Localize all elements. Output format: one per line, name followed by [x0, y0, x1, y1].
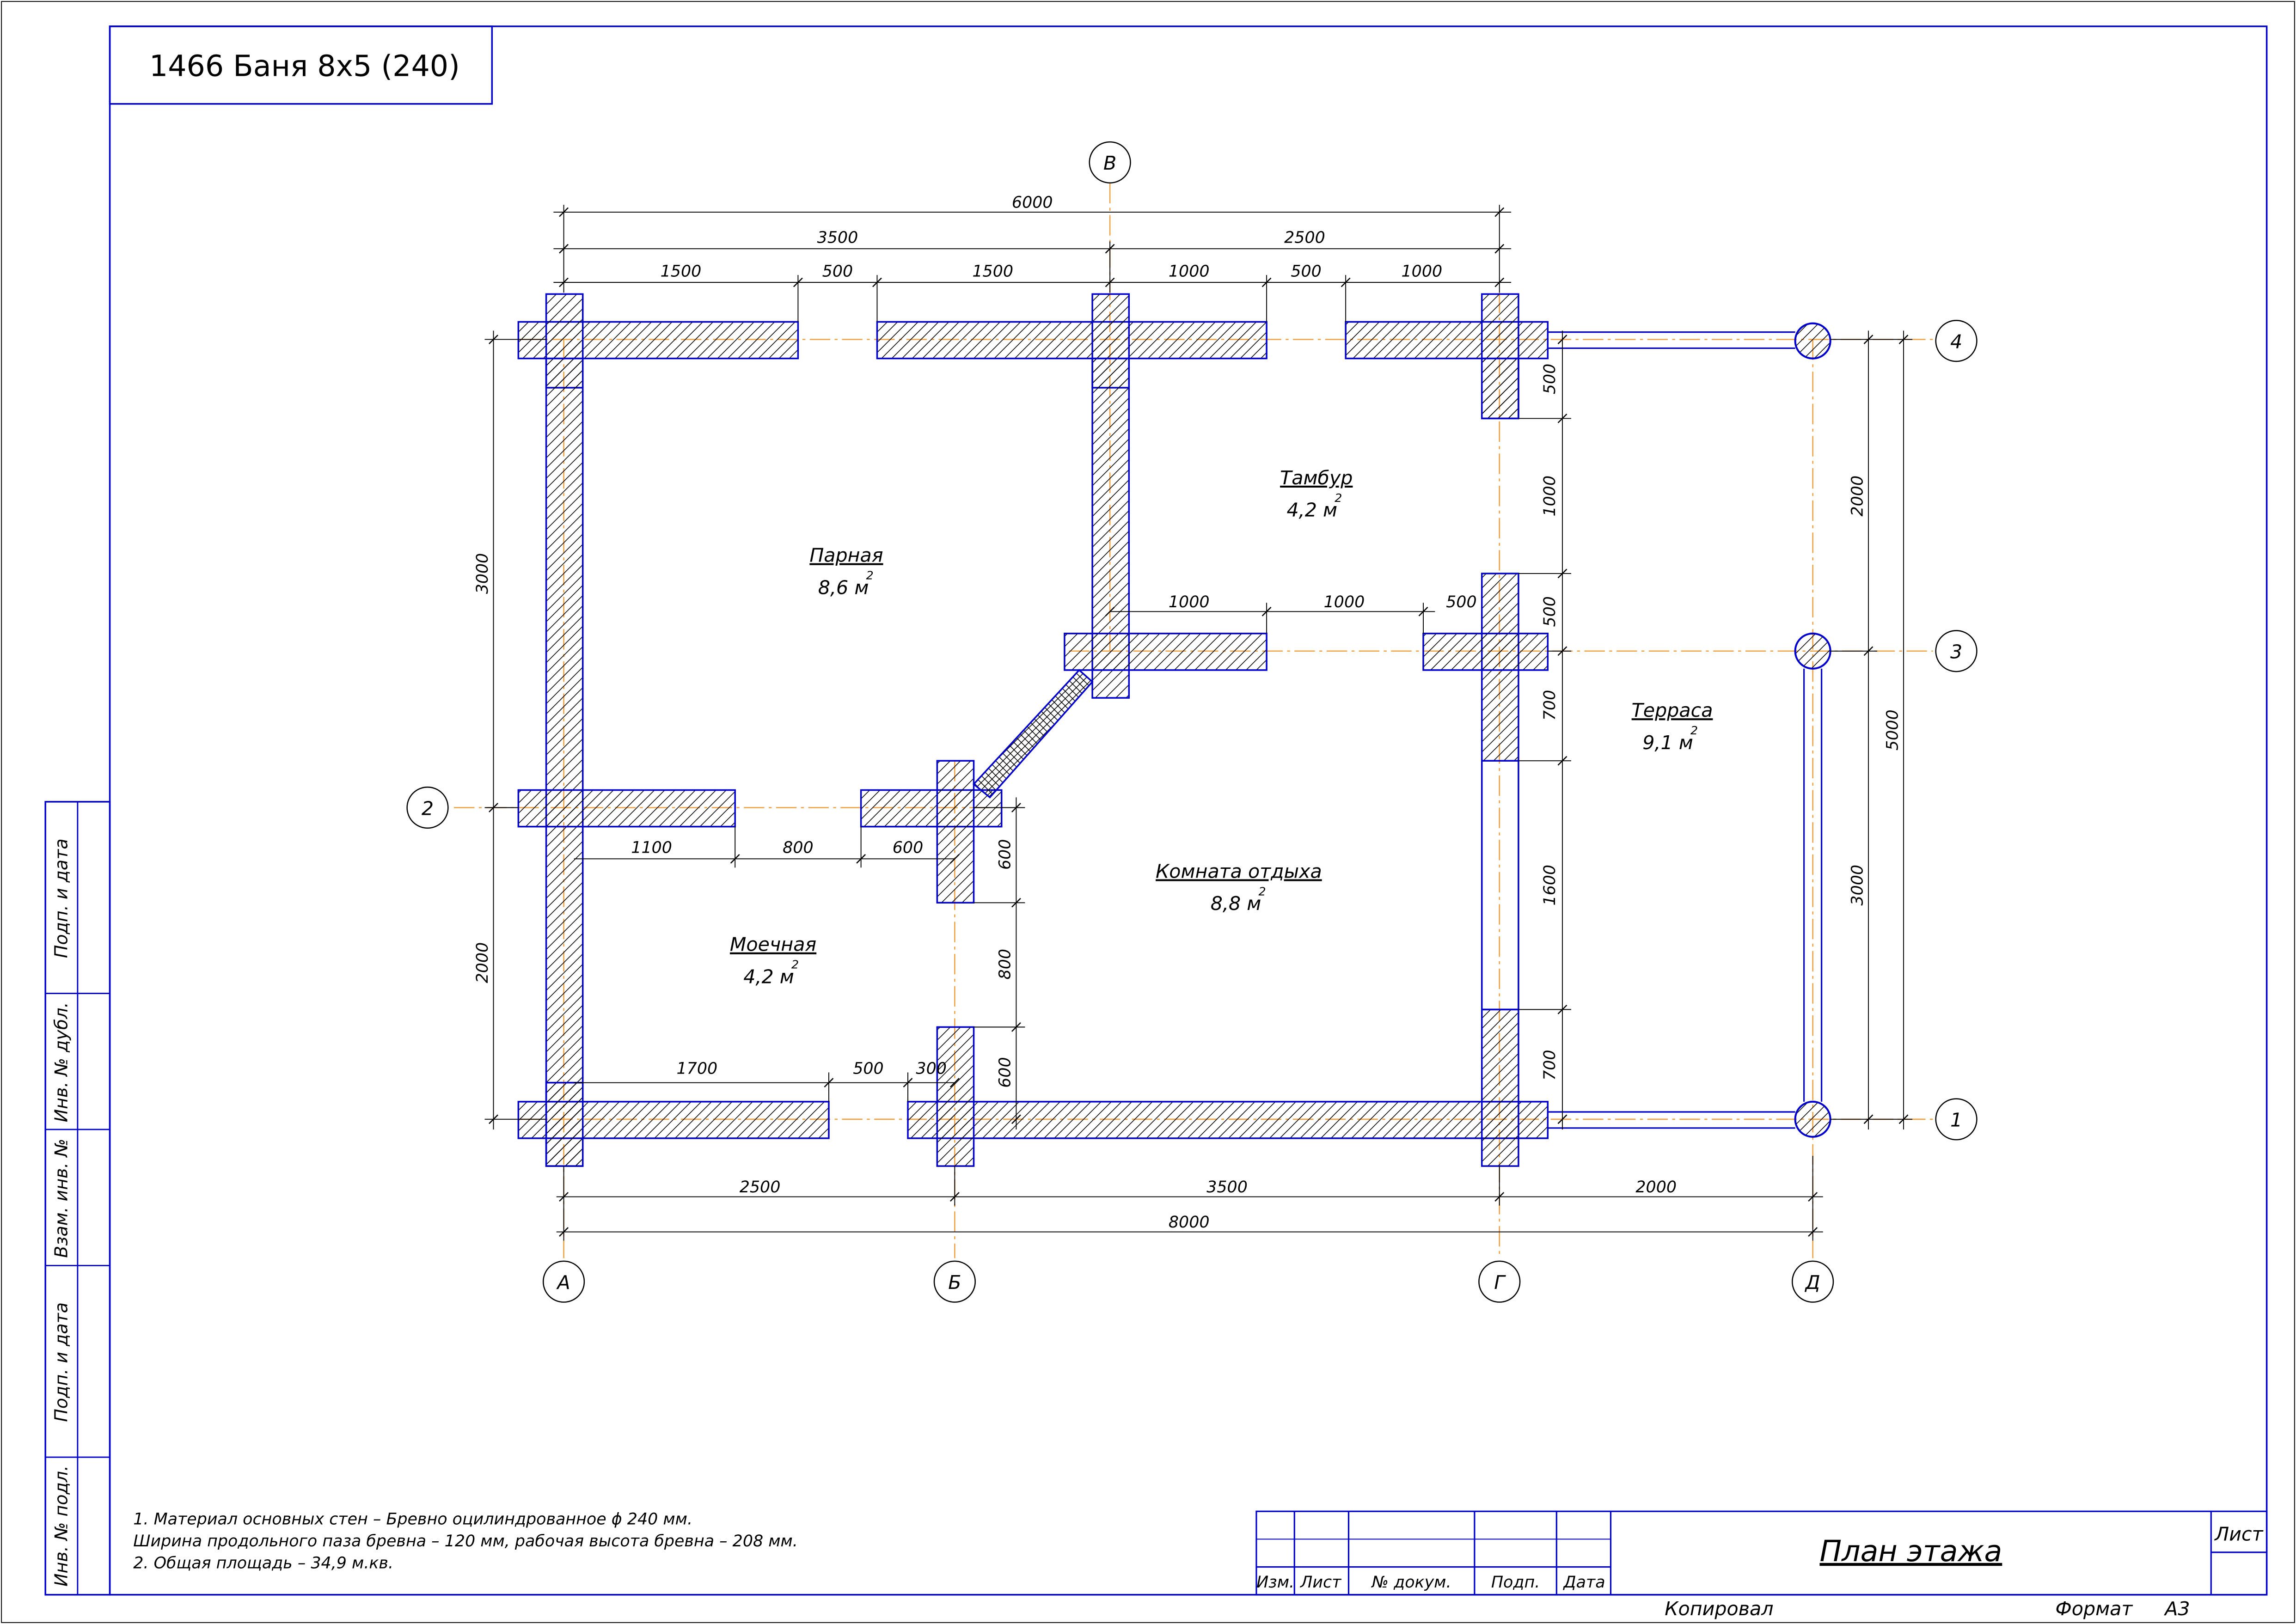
axis-bubbles [406, 141, 1978, 1303]
stamp-data: Дата [1562, 1573, 1605, 1592]
room-name-tambur: Тамбур [1280, 467, 1353, 489]
room-area-komnata: 8,8 м [1211, 892, 1261, 915]
room-area-terrasa: 9,1 м [1642, 732, 1693, 754]
drawing-title: 1466 Баня 8х5 (240) [149, 49, 460, 83]
room-sup-komnata: 2 [1259, 884, 1266, 898]
dim-row-600: 600 [893, 839, 924, 857]
dim-right-1600: 1600 [1541, 865, 1559, 906]
window-gap [1481, 760, 1519, 1011]
dim-vert-600b: 600 [996, 1057, 1015, 1087]
axis-label-4: 4 [1950, 330, 1962, 353]
axis-label-b: Б [948, 1271, 961, 1294]
dim-top-s6: 1000 [1402, 262, 1443, 281]
walls [517, 293, 1549, 1167]
note-line-2: Ширина продольного паза бревна – 120 мм,… [133, 1532, 798, 1551]
terrace-posts [1794, 322, 1831, 1138]
dim-top-s5: 500 [1291, 262, 1322, 281]
dim-right-500b: 500 [1541, 596, 1559, 627]
dim-row-800: 800 [783, 839, 814, 857]
dim-bottom-total: 8000 [1169, 1213, 1210, 1232]
stamp-drawing-name: План этажа [1819, 1534, 2002, 1568]
dim-top-s4: 1000 [1169, 262, 1210, 281]
dim-bottom-3500: 3500 [1206, 1178, 1248, 1197]
dim-top-s2: 500 [822, 262, 853, 281]
stamp-list: Лист [1299, 1573, 1342, 1592]
title-block [1255, 1510, 2268, 1596]
room-sup-moechnaya: 2 [791, 958, 799, 971]
terrace-rails [1548, 331, 1823, 1129]
side-label-5: Инв. № подл. [51, 1465, 72, 1587]
room-area-tambur: 4,2 м [1286, 499, 1337, 521]
dim-mid-500: 500 [1446, 593, 1477, 611]
dim-row-1100: 1100 [631, 839, 672, 857]
dim-bottom-2000: 2000 [1635, 1178, 1677, 1197]
note-line-1: 1. Материал основных стен – Бревно оцили… [133, 1510, 692, 1529]
stamp-format-label: Формат [2055, 1598, 2133, 1620]
dim-right-500a: 500 [1541, 364, 1559, 394]
room-sup-tambur: 2 [1335, 491, 1342, 505]
dim-left-upper: 3000 [473, 553, 492, 594]
dim-top-total: 6000 [1012, 194, 1053, 212]
dim-vert-600a: 600 [996, 839, 1015, 870]
stamp-format-value: А3 [2163, 1598, 2190, 1620]
room-name-terrasa: Терраса [1632, 699, 1713, 721]
room-area-moechnaya: 4,2 м [743, 965, 794, 988]
room-name-parnaya: Парная [809, 544, 883, 567]
dim-far-3000: 3000 [1848, 865, 1867, 906]
dim-top-left: 3500 [817, 229, 858, 247]
axis-label-a: А [556, 1271, 570, 1294]
stamp-izm: Изм. [1256, 1573, 1294, 1592]
dimension-lines [484, 205, 1913, 1241]
dim-vert-800: 800 [996, 949, 1015, 979]
room-sup-parnaya: 2 [866, 568, 874, 582]
dim-top-right: 2500 [1284, 229, 1325, 247]
stamp-copied: Копировал [1665, 1598, 1773, 1620]
dim-mid-1000b: 1000 [1324, 593, 1365, 611]
dim-right-700a: 700 [1541, 690, 1559, 720]
dim-bot-500: 500 [853, 1060, 884, 1078]
side-label-4: Подп. и дата [51, 1302, 72, 1422]
dim-top-s1: 1500 [661, 262, 702, 281]
stamp-podp: Подп. [1491, 1573, 1540, 1592]
dim-far-2000: 2000 [1848, 476, 1867, 517]
side-label-2: Инв. № дубл. [51, 1002, 72, 1122]
title-box [109, 25, 493, 105]
dim-right-700b: 700 [1541, 1050, 1559, 1080]
side-label-3: Взам. инв. № [51, 1139, 72, 1258]
axis-label-1: 1 [1950, 1109, 1962, 1131]
dim-right-1000: 1000 [1541, 476, 1559, 517]
axis-label-v: В [1103, 152, 1116, 174]
room-area-parnaya: 8,6 м [818, 576, 869, 598]
dim-top-s3: 1500 [972, 262, 1013, 281]
room-name-komnata: Комната отдыха [1156, 860, 1322, 882]
dim-mid-1000a: 1000 [1169, 593, 1210, 611]
axis-label-d: Д [1805, 1271, 1820, 1294]
axis-label-g: Г [1494, 1271, 1506, 1294]
dim-left-lower: 2000 [473, 942, 492, 983]
side-label-1: Подп. и дата [51, 838, 72, 958]
dim-far-5000: 5000 [1883, 709, 1902, 751]
dimension-ticks [489, 207, 1909, 1237]
stamp-sheet-label: Лист [2214, 1523, 2263, 1545]
room-name-moechnaya: Моечная [730, 934, 816, 956]
axis-label-2: 2 [422, 797, 434, 819]
axis-label-3: 3 [1950, 641, 1962, 663]
note-line-3: 2. Общая площадь – 34,9 м.кв. [133, 1554, 393, 1573]
dim-bot-1700: 1700 [677, 1060, 718, 1078]
stamp-doc: № докум. [1371, 1573, 1451, 1592]
diagonal-wall [973, 669, 1094, 799]
dim-bot-300: 300 [916, 1060, 947, 1078]
room-sup-terrasa: 2 [1690, 723, 1698, 737]
dim-bottom-2500: 2500 [740, 1178, 781, 1197]
